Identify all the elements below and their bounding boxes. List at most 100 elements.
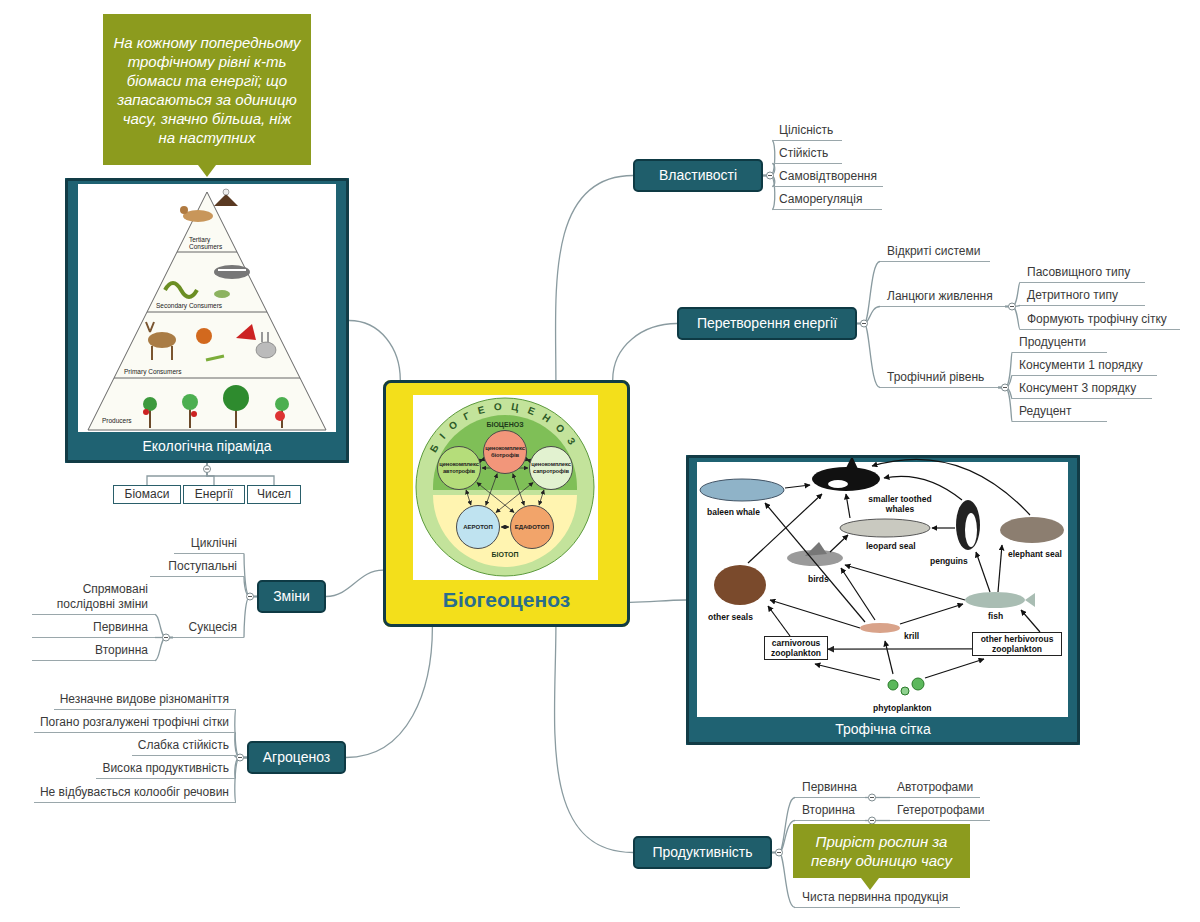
- component-circle: АЕРОТОП: [456, 505, 500, 549]
- node-text: other herbivorous zooplankton: [975, 634, 1059, 654]
- branch-box: Перетворення енергії: [677, 307, 857, 340]
- picture-label: krill: [904, 631, 919, 641]
- connector: [857, 262, 880, 324]
- component-circle: ценокомплекс біотрофів: [483, 430, 527, 474]
- connector: [235, 758, 247, 803]
- node-text: Вторинна: [38, 643, 148, 658]
- topic-leaf: Вторинна: [32, 643, 155, 661]
- picture-label: leopard seal: [866, 541, 916, 551]
- connector: [346, 627, 432, 758]
- note-callout: Приріст рослин за певну одиницю часу: [793, 824, 970, 878]
- connector: [235, 710, 247, 758]
- collapse-dot: [869, 817, 876, 824]
- node-text: Вторинна: [802, 803, 859, 818]
- connector: [481, 459, 484, 461]
- organism-box: carnivorous zooplankton: [764, 636, 828, 660]
- topic-leaf: Первинна: [795, 780, 865, 798]
- connector: [244, 554, 257, 597]
- region-band: БІОЦЕНОЗ ценокомплекс автотрофів ценокомпл…: [433, 412, 577, 494]
- topic-leaf: Самовідтворення: [772, 169, 883, 187]
- node-text: ценокомплекс автотрофів: [439, 461, 479, 474]
- collapse-minus: [164, 637, 168, 638]
- node-text: Формують трофічну сітку: [1027, 312, 1174, 327]
- node-text: Чисел: [252, 487, 296, 502]
- node-text: Самовідтворення: [779, 169, 877, 184]
- node-text: Ланцюги живлення: [887, 289, 999, 304]
- picture-label: Secondary Consumers: [156, 302, 222, 309]
- connector: [244, 597, 257, 638]
- picture-label: Tertiary Consumers: [189, 236, 221, 250]
- picture-label: Primary Consumers: [124, 368, 181, 375]
- node-text: Біогеоценоз: [386, 588, 627, 612]
- branch-box: Зміни: [257, 580, 326, 613]
- node-text: Консумент 3 порядку: [1019, 381, 1146, 396]
- node-text: ценокомплекс біотрофів: [485, 445, 525, 458]
- node-text: Гетеротрофами: [897, 803, 984, 818]
- picture-label: Producers: [102, 417, 132, 424]
- collapse-dot: [869, 794, 876, 801]
- collapse-minus: [777, 852, 781, 853]
- topic-leaf: Стійкість: [772, 146, 842, 164]
- topic-leaf: Цілісність: [772, 123, 842, 141]
- region-band: БІОТОПАЕРОТОПЕДАФОТОП: [433, 495, 577, 567]
- option-box: Біомаси: [113, 485, 181, 504]
- organism-box: other herbivorous zooplankton: [972, 632, 1062, 656]
- topic-leaf: Відкриті системи: [880, 244, 990, 262]
- node-text: Висока продуктивність: [102, 761, 229, 776]
- topic-leaf: Автотрофами: [890, 780, 980, 798]
- topic-leaf: Трофічний рівень: [880, 370, 998, 388]
- connector: [147, 463, 207, 485]
- node-text: Детритного типу: [1027, 288, 1139, 303]
- node-text: Не відбувається колообіг речовин: [40, 785, 229, 800]
- node-text: Чиста первинна продукція: [802, 890, 954, 905]
- picture-label: other seals: [708, 612, 753, 622]
- component-circle: ценокомплекс автотрофів: [437, 446, 481, 490]
- collapse-dot: [163, 634, 170, 641]
- node-text: Консументи 1 порядку: [1019, 358, 1151, 373]
- component-circle: ценокомплекс сапротрофів: [529, 446, 573, 490]
- central-topic: Біогеоценоз БІОЦЕНОЗ ценокомплекс автотроф…: [383, 380, 630, 627]
- picture-label: smaller toothed whales: [862, 494, 938, 514]
- topic-leaf: Поступальні: [150, 559, 244, 577]
- option-box: Чисел: [247, 485, 301, 504]
- collapse-minus: [1003, 387, 1007, 388]
- topic-leaf: Незначне видове різноманіття: [54, 692, 236, 710]
- component-circle: ЕДАФОТОП: [510, 505, 554, 549]
- collapse-dot: [861, 320, 868, 327]
- topic-leaf: Чиста первинна продукція: [795, 890, 960, 908]
- connector: [486, 474, 497, 506]
- collapse-dot: [204, 466, 211, 473]
- topic-leaf: Консументи 1 порядку: [1012, 358, 1157, 376]
- node-text: Властивості: [645, 167, 751, 184]
- collapse-minus: [1010, 306, 1014, 307]
- topic-leaf: Вторинна: [795, 803, 865, 821]
- node-text: Слабка стійкість: [138, 738, 229, 753]
- connector: [207, 463, 274, 485]
- node-text: Погано розгалужені трофічні сітки: [40, 715, 229, 730]
- connector: [326, 570, 383, 596]
- branch-box: Агроценоз: [247, 741, 346, 774]
- node-text: Екологічна піраміда: [68, 438, 346, 455]
- collapse-minus: [862, 323, 866, 324]
- node-text: Приріст рослин за певну одиницю часу: [803, 832, 960, 870]
- node-text: Поступальні: [156, 559, 237, 574]
- node-text: Саморегуляція: [779, 192, 876, 207]
- branch-box: Властивості: [633, 159, 763, 192]
- branch-box: Продуктивність: [633, 836, 772, 869]
- node-text: Відкриті системи: [887, 244, 984, 259]
- node-text: Трофічний рівень: [887, 370, 992, 385]
- collapse-minus: [205, 469, 209, 470]
- topic-leaf: Консумент 3 порядку: [1012, 381, 1152, 399]
- node-text: АЕРОТОП: [463, 524, 492, 531]
- collapse-minus: [870, 797, 874, 798]
- node-text: БІОЦЕНОЗ: [433, 421, 577, 429]
- collapse-dot: [1009, 303, 1016, 310]
- collapse-dot: [1002, 384, 1009, 391]
- topic-leaf: Сукцесія: [173, 620, 244, 638]
- topic-leaf: Детритного типу: [1020, 288, 1145, 306]
- node-text: Пасовищного типу: [1027, 265, 1139, 280]
- node-text: ценокомплекс сапротрофів: [531, 461, 571, 474]
- topic-leaf: Саморегуляція: [772, 192, 882, 210]
- node-text: Агроценоз: [259, 749, 334, 766]
- node-text: Трофічна сітка: [689, 721, 1077, 738]
